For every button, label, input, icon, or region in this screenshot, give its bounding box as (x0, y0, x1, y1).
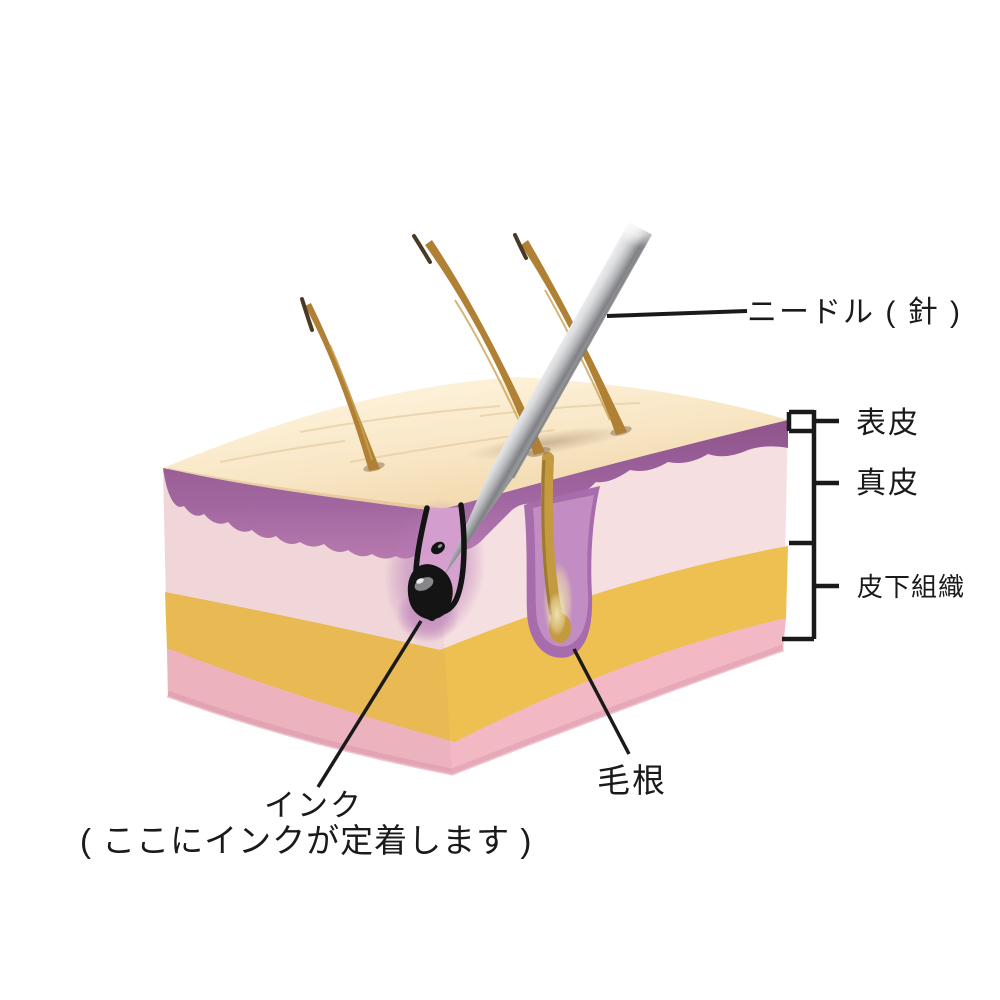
ink-drop-speck (416, 578, 424, 584)
subcutaneous-tissue-label: 皮下組織 (857, 572, 966, 602)
annotations (316, 309, 839, 788)
dermis-label: 真皮 (856, 467, 920, 500)
hair-root-label: 毛根 (597, 762, 667, 799)
ink-deposit (407, 502, 467, 621)
ink-drop-main (407, 564, 453, 620)
tattoo-needle (444, 191, 667, 576)
hair-root-shaft-shadow (541, 459, 553, 616)
hair-tip (513, 233, 528, 260)
epidermis-label: 表皮 (856, 407, 920, 440)
deep-tissue-layer (167, 618, 786, 774)
needle-leader-line (606, 309, 748, 318)
hair (425, 240, 545, 455)
hairs (300, 233, 632, 472)
ink-leader-line (316, 620, 423, 788)
layer-bracket (782, 409, 839, 642)
needle-label: ニードル ( 針 ) (747, 296, 962, 329)
ink-note-label: ( ここにインクが定着します ) (80, 822, 533, 859)
hair-root-bulb-glow (547, 592, 567, 636)
ink-label: インク (264, 788, 363, 823)
hair (521, 240, 627, 435)
hair-root-leader-line (572, 648, 631, 755)
hair-tip (412, 234, 432, 264)
skin-block (163, 191, 788, 776)
skin-surface-top (163, 377, 788, 511)
block-bottom-rim (166, 644, 785, 776)
fat-layer (165, 546, 788, 744)
needle-shaft (444, 222, 651, 576)
hair-highlight (329, 344, 373, 461)
left-face-shading (163, 468, 452, 772)
ink-droplet (431, 541, 445, 555)
epidermis-band (163, 420, 788, 559)
needle-edge-shade (511, 233, 653, 479)
hair-tip (300, 297, 314, 332)
needle-top-fade (611, 191, 667, 247)
